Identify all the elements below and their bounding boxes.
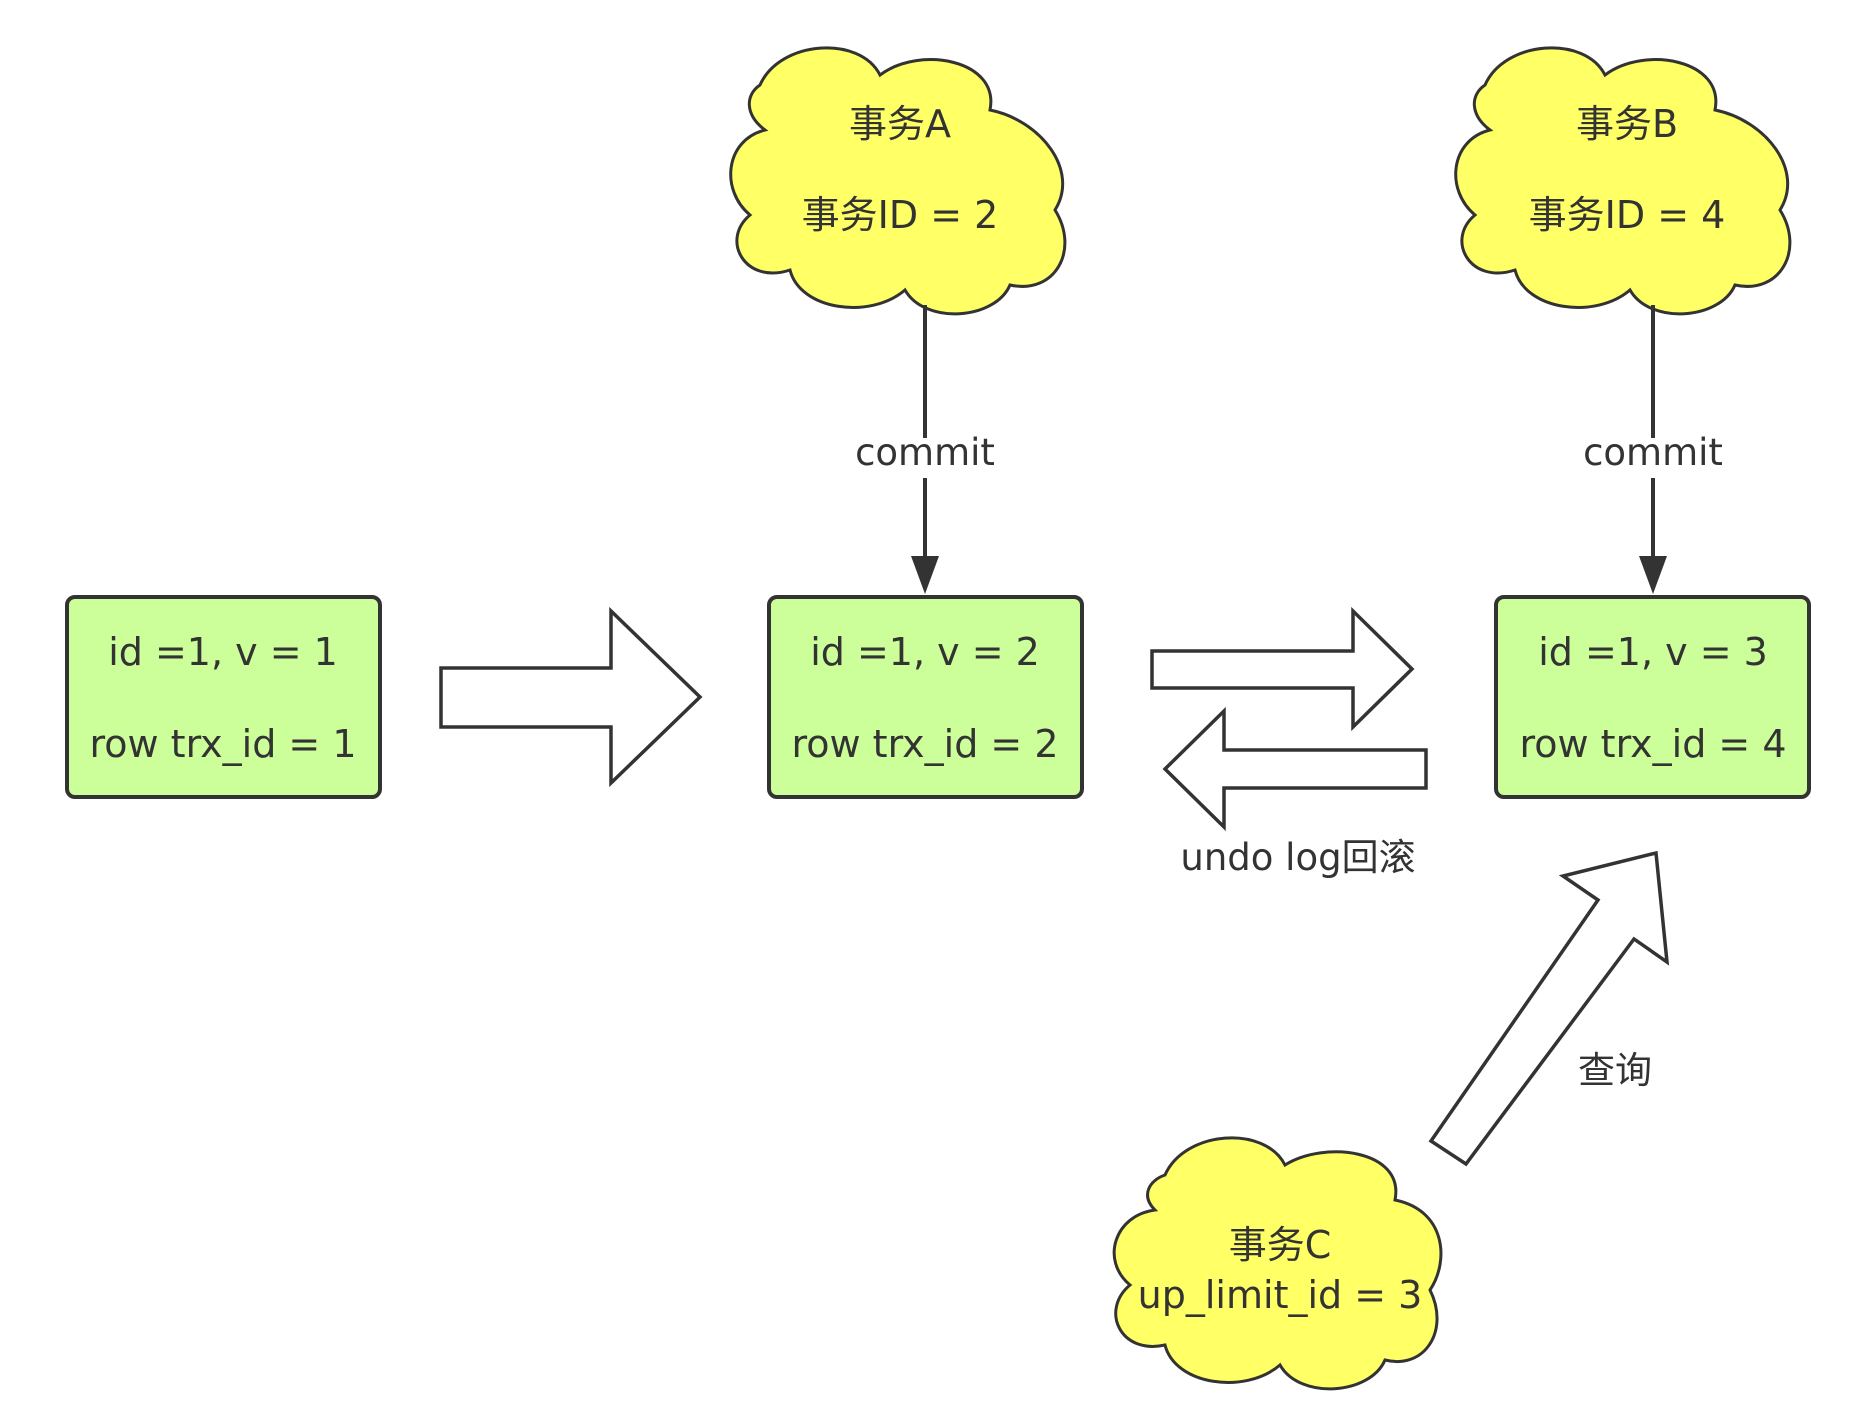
edge-label: commit [855, 431, 995, 474]
cloud-subtitle: 事务ID = 4 [1529, 193, 1726, 237]
box-line-2: row trx_id = 1 [89, 722, 356, 766]
block-arrow-right-icon [1150, 606, 1415, 732]
cloud-transaction-b: 事务B 事务ID = 4 [1454, 46, 1792, 316]
block-arrow-left-icon [1162, 706, 1428, 832]
box-line-1: id =1, v = 1 [108, 630, 338, 674]
commit-edge-b: commit [1583, 305, 1723, 594]
row-version-box-1: id =1, v = 1 row trx_id = 1 [65, 595, 382, 799]
row-version-box-3: id =1, v = 3 row trx_id = 4 [1494, 595, 1811, 799]
edge-label: commit [1583, 431, 1723, 474]
arrowhead-icon [911, 556, 939, 594]
block-arrow-right-icon [439, 606, 703, 788]
cloud-title: 事务A [849, 102, 951, 146]
block-arrow-diagonal-icon [1428, 850, 1670, 1167]
cloud-shape [1112, 1136, 1443, 1391]
cloud-title: 事务C [1229, 1223, 1332, 1267]
cloud-shape [729, 46, 1067, 316]
query-label: 查询 [1578, 1049, 1652, 1092]
cloud-shape [1454, 46, 1792, 316]
box-shape [767, 595, 1084, 799]
row-version-box-2: id =1, v = 2 row trx_id = 2 [767, 595, 1084, 799]
box-shape [65, 595, 382, 799]
arrowhead-icon [1639, 556, 1667, 594]
box-line-2: row trx_id = 2 [791, 722, 1058, 766]
cloud-title: 事务B [1576, 102, 1678, 146]
box-shape [1494, 595, 1811, 799]
cloud-subtitle: up_limit_id = 3 [1138, 1273, 1423, 1317]
box-line-2: row trx_id = 4 [1519, 722, 1786, 766]
box-line-1: id =1, v = 3 [1538, 630, 1768, 674]
commit-edge-a: commit [855, 305, 995, 594]
cloud-transaction-a: 事务A 事务ID = 2 [729, 46, 1067, 316]
cloud-subtitle: 事务ID = 2 [802, 193, 999, 237]
cloud-transaction-c: 事务C up_limit_id = 3 [1112, 1136, 1443, 1391]
query-edge: 查询 [1428, 850, 1670, 1167]
undo-log-label: undo log回滚 [1180, 836, 1415, 879]
box-line-1: id =1, v = 2 [810, 630, 1040, 674]
